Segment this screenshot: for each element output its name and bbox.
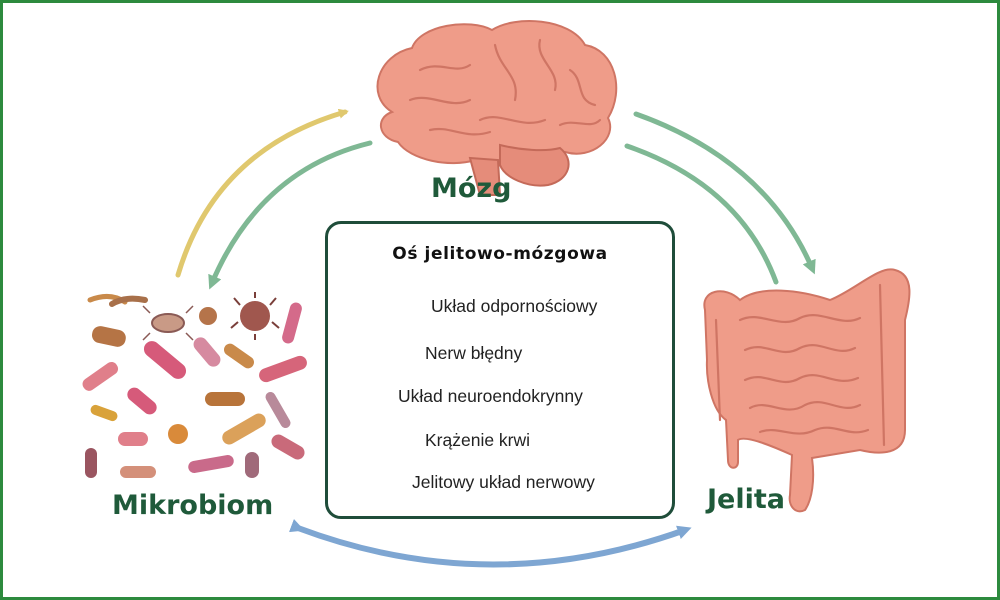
legend-item-vagus-nerve: Nerw błędny: [425, 343, 523, 363]
arrow-brain-to-microbiome: [208, 140, 373, 290]
intestines-illustration: [703, 268, 911, 513]
arrow-brain-to-gut-outer: [633, 111, 816, 275]
brain-label: Mózg: [431, 173, 512, 204]
arrow-microbiome-to-brain: [175, 108, 349, 278]
gut-label: Jelita: [707, 484, 785, 515]
microbiome-illustration: [82, 292, 307, 478]
brain-illustration: [376, 20, 618, 196]
arrow-gut-microbiome: [288, 518, 692, 568]
arrow-brain-to-gut-inner: [624, 143, 779, 285]
legend-title: Oś jelitowo-mózgowa: [392, 244, 608, 264]
legend-item-immune-system: Układ odpornościowy: [431, 296, 598, 316]
legend-item-neuroendocrine-system: Układ neuroendokrynny: [398, 386, 583, 406]
legend-item-blood-circulation: Krążenie krwi: [425, 430, 531, 450]
legend-box: Oś jelitowo-mózgowa Układ odpornościowy …: [325, 221, 675, 519]
legend-item-enteric-nervous-system: Jelitowy układ nerwowy: [412, 472, 595, 492]
microbiome-label: Mikrobiom: [112, 490, 274, 521]
